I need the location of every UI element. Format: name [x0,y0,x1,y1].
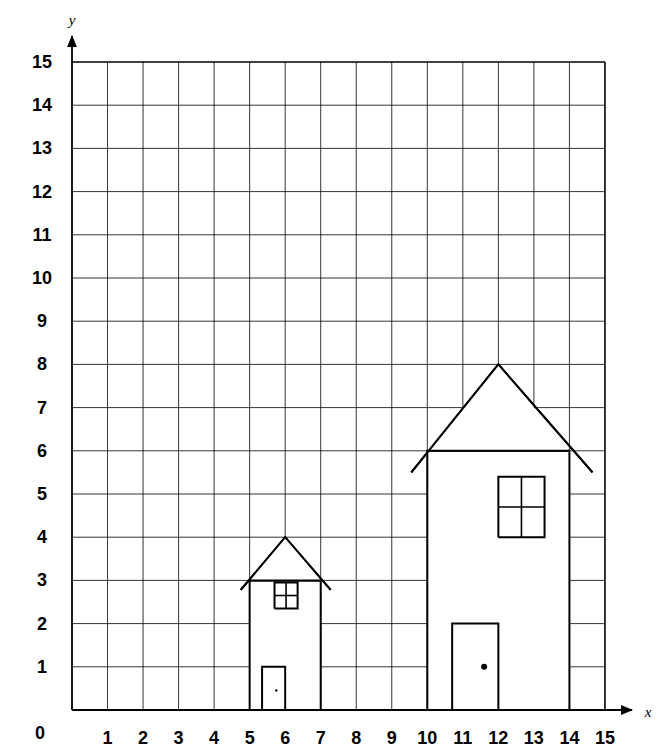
grid-line [391,62,392,710]
roof-base [250,579,321,581]
y-axis [71,36,73,710]
axis-number: 3 [174,729,184,747]
grid-line [72,61,605,63]
x-axis [72,709,632,711]
grid-line [178,62,179,710]
axis-number: 6 [280,729,290,747]
axis-number: 10 [32,269,52,287]
axis-number: 13 [524,729,544,747]
door-knob [481,664,487,670]
grid-line [72,234,605,235]
axis-number: 5 [245,729,255,747]
window-bar [498,506,544,508]
axis-number: 8 [351,729,361,747]
axis-number: 4 [209,729,219,747]
axis-number: 2 [37,615,47,633]
grid-line [356,62,357,710]
axis-number: 9 [37,312,47,330]
axis-number: 11 [453,729,472,747]
roof-fill [250,537,321,580]
axis-number: 0 [35,724,45,742]
axis-number: 12 [32,183,52,201]
axis-name: y [69,13,76,28]
house-roof [411,364,592,472]
grid-line [72,364,605,365]
house-wall [427,451,569,710]
window-bar [275,595,298,597]
grid-line [72,105,605,106]
house-roof [411,364,592,472]
axis-number: 15 [595,729,615,747]
axis-number: 14 [32,96,52,114]
axis-number: 15 [32,53,52,71]
grid-line [72,321,605,322]
roof-base [427,450,569,452]
axis-number: 10 [417,729,437,747]
axis-number: 12 [488,729,508,747]
axis-number: 3 [37,571,47,589]
house-wall [250,580,321,710]
axis-number: 1 [103,729,113,747]
axis-number: 4 [37,528,47,546]
axis-number: 6 [37,442,47,460]
axis-number: 9 [387,729,397,747]
axis-number: 13 [32,139,52,157]
axis-number: 2 [138,729,148,747]
grid-line [143,62,144,710]
grid-line [72,191,605,192]
axis-name: x [645,705,652,720]
door [262,667,285,710]
window [498,477,544,537]
grid-line [72,278,605,279]
grid-line [72,148,605,149]
door [452,624,498,710]
grid [72,62,605,710]
axis-number: 7 [316,729,326,747]
grid-line [604,62,606,710]
window [275,583,298,609]
grid-line [72,450,605,451]
grid-line [214,62,215,710]
roof-fill [427,364,569,450]
axis-number: 8 [37,355,47,373]
door-knob [275,689,277,691]
axis-number: 11 [32,226,51,244]
grid-line [107,62,108,710]
axis-number: 1 [37,658,47,676]
axis-number: 7 [37,399,47,417]
axis-number: 14 [559,729,579,747]
x-axis-base [72,709,605,711]
axis-number: 5 [37,485,47,503]
